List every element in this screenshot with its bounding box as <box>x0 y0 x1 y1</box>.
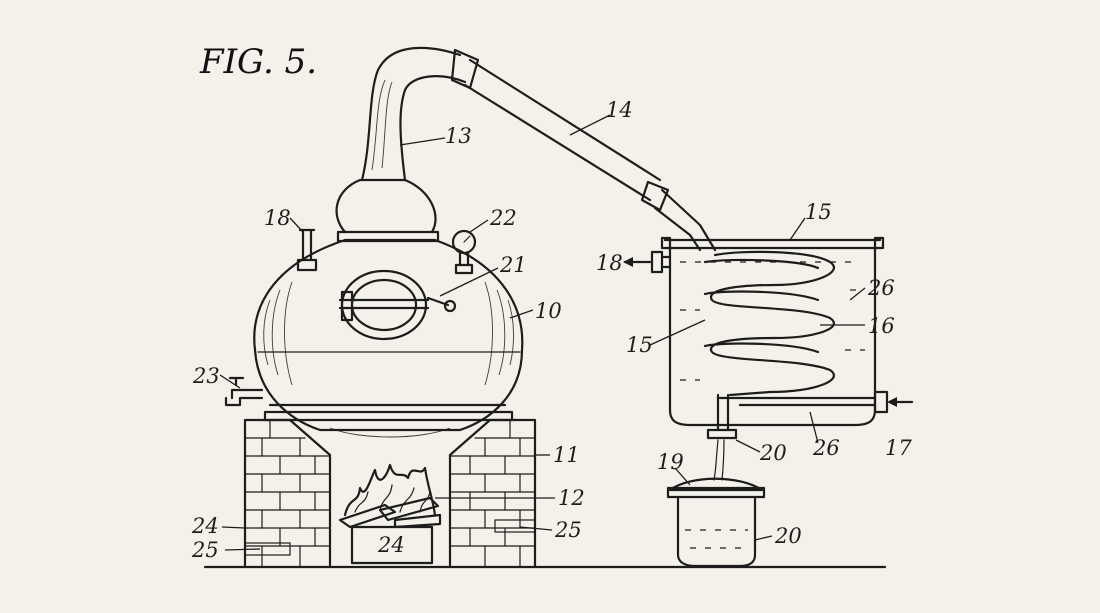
label-ash-door: 24 <box>377 533 405 557</box>
figure-title: FIG. 5. <box>199 42 317 82</box>
label-brick-furnace: 11 <box>553 443 580 467</box>
lyne-arm <box>450 48 717 252</box>
label-swan-neck: 13 <box>445 124 472 148</box>
base-block-right <box>494 519 536 533</box>
ash-door <box>350 525 434 565</box>
label-water-inlet: 17 <box>885 436 912 460</box>
label-furnace-wall: 24 <box>191 514 219 538</box>
vent-pipe <box>296 228 318 272</box>
label-condenser-top: 15 <box>805 200 832 224</box>
label-drain-tap: 23 <box>192 364 220 388</box>
brick-furnace <box>243 418 537 569</box>
flow-arrows <box>623 257 914 407</box>
pressure-gauge <box>451 229 477 275</box>
drain-tap <box>224 376 264 407</box>
manhole-door <box>338 269 457 341</box>
collection-vessel <box>666 477 766 568</box>
still-collar <box>336 230 440 243</box>
brick-courses-left <box>244 419 331 568</box>
label-base-right: 25 <box>554 518 582 542</box>
distillate-stream <box>713 439 725 481</box>
label-collection-vessel: 20 <box>774 524 802 548</box>
label-base-left: 25 <box>191 538 219 562</box>
worm-coil <box>703 250 835 440</box>
brick-courses-right <box>449 419 536 568</box>
label-collection-lid: 19 <box>657 450 684 474</box>
label-manhole-door: 21 <box>499 253 527 277</box>
label-vent-pipe: 18 <box>264 206 291 230</box>
label-fire: 12 <box>558 486 585 510</box>
label-cooling-water-lower: 26 <box>812 436 840 460</box>
label-condenser-side: 15 <box>626 333 653 357</box>
condenser-tank <box>650 236 889 427</box>
label-pot-still: 10 <box>535 299 562 323</box>
pot-still <box>253 46 524 438</box>
label-cooling-water-upper: 26 <box>867 276 895 300</box>
label-pressure-gauge: 22 <box>489 206 517 230</box>
leader-lines <box>219 114 866 551</box>
fire <box>338 463 442 529</box>
label-spout-outlet: 20 <box>759 441 787 465</box>
label-lyne-arm: 14 <box>606 98 633 122</box>
label-worm-coil: 16 <box>868 314 895 338</box>
label-water-outlet: 18 <box>596 251 623 275</box>
